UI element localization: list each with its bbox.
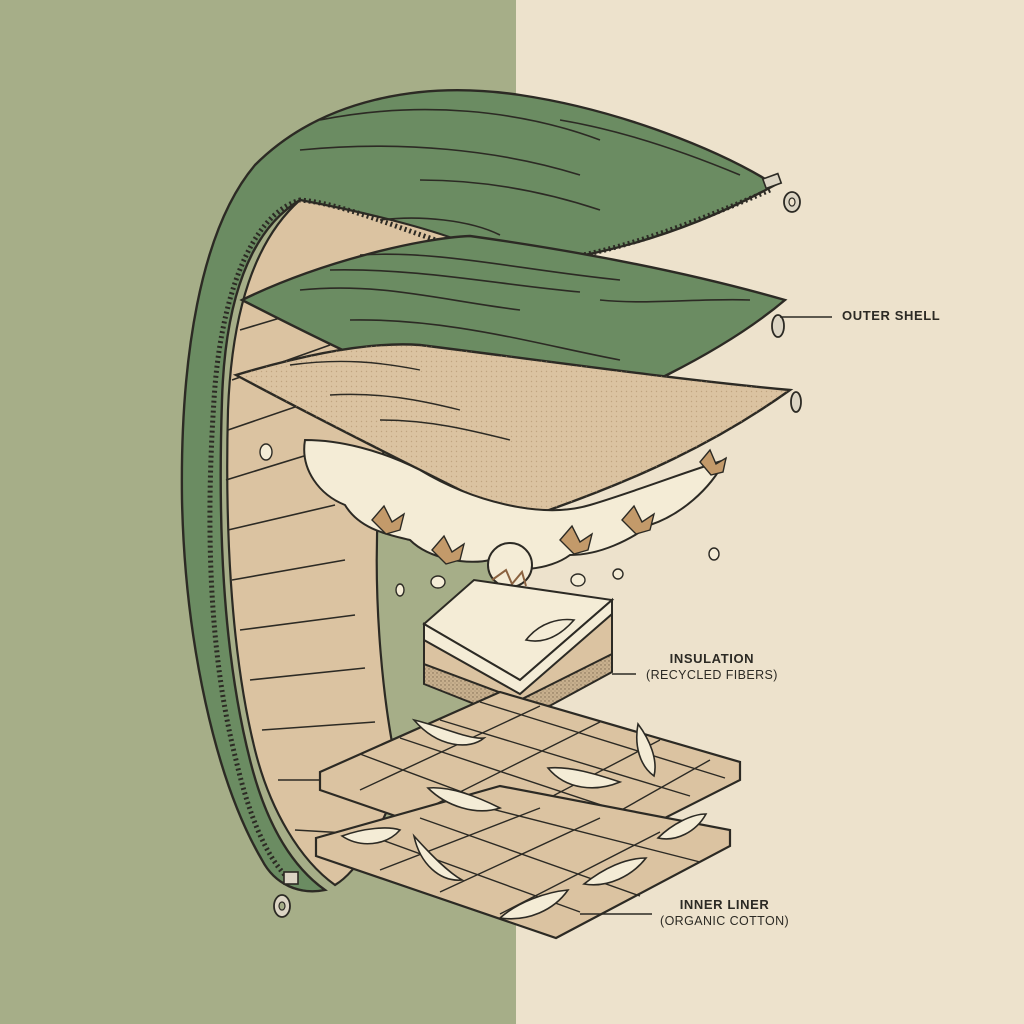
inner-liner-layer-bottom	[314, 784, 732, 940]
outer-shell-label: OUTER SHELL	[842, 307, 940, 324]
leaf-feather-icon	[340, 718, 708, 920]
callout-lines	[580, 316, 832, 915]
zipper-pull-icon	[273, 871, 299, 918]
insulation-subtitle: (RECYCLED FIBERS)	[646, 668, 778, 682]
zipper-pull-icon	[790, 391, 802, 413]
zipper-pull-icon	[761, 172, 801, 213]
cotton-boll-icon	[371, 448, 728, 565]
outer-shell-title: OUTER SHELL	[842, 308, 941, 323]
inner-liner-label: INNER LINER (ORGANIC COTTON)	[660, 896, 789, 930]
insulation-label: INSULATION (RECYCLED FIBERS)	[646, 650, 778, 684]
insulation-title: INSULATION	[669, 651, 755, 666]
inner-liner-subtitle: (ORGANIC COTTON)	[660, 914, 790, 928]
cotton-boll-icon	[487, 542, 533, 588]
leaf-feather-icon	[524, 618, 576, 642]
inner-liner-title: INNER LINER	[679, 897, 770, 912]
sleeping-bag-shell-back	[180, 89, 778, 893]
zipper-pull-icon	[771, 314, 785, 338]
